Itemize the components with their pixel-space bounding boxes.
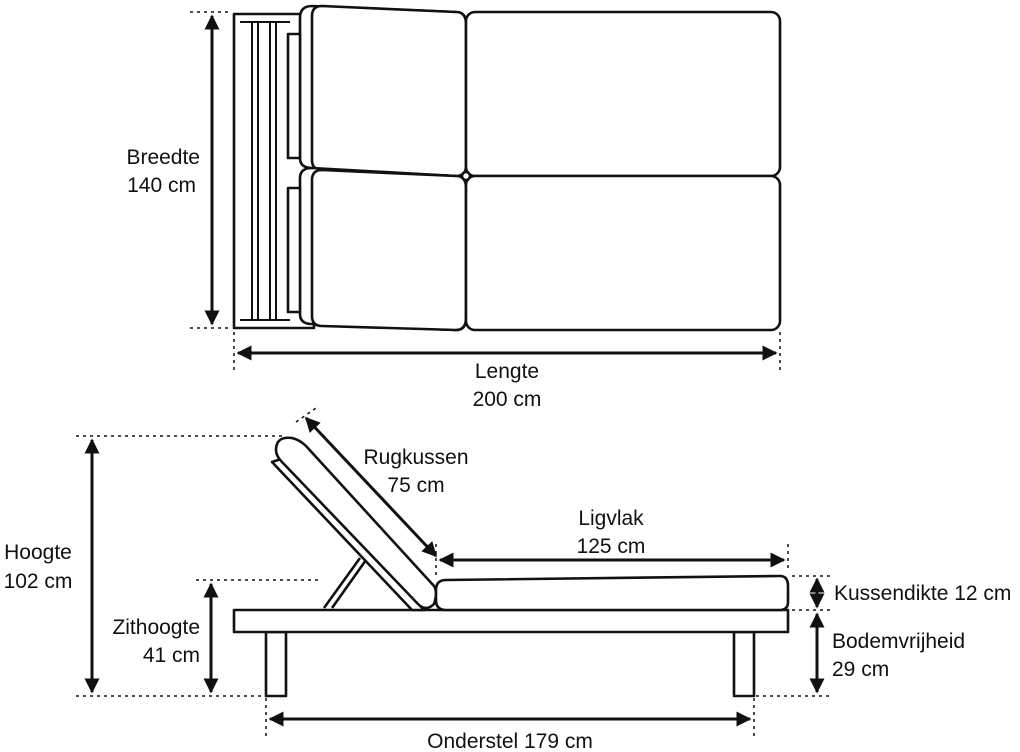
ground-clearance-dimension: Bodemvrijheid 29 cm: [756, 612, 965, 697]
height-dimension: Hoogte 102 cm: [4, 435, 286, 697]
top-back-cushion-upper: [310, 4, 468, 178]
cushion-thickness-label: Kussendikte 12 cm: [834, 582, 1011, 605]
lying-surface-value: 125 cm: [577, 535, 646, 558]
top-frame-slats: [240, 21, 290, 321]
side-leg-left: [264, 630, 288, 698]
side-leg-right: [732, 630, 756, 698]
length-dimension: Lengte 200 cm: [233, 332, 781, 411]
back-cushion-label: Rugkussen: [363, 446, 468, 469]
length-label: Lengte: [475, 360, 539, 383]
side-seat-cushion: [434, 574, 790, 612]
back-cushion-value: 75 cm: [387, 474, 444, 497]
frame-length-label: Onderstel 179 cm: [427, 730, 593, 752]
top-seat-cushion-upper: [464, 10, 782, 178]
width-label: Breedte: [126, 146, 200, 169]
top-view: Breedte 140 cm Lengte 200 cm: [126, 4, 782, 411]
ground-clearance-label: Bodemvrijheid: [832, 630, 965, 653]
seat-height-value: 41 cm: [143, 644, 200, 667]
seat-height-label: Zithoogte: [112, 616, 200, 639]
lying-surface-label: Ligvlak: [578, 507, 644, 530]
width-dimension: Breedte 140 cm: [126, 11, 232, 329]
seat-height-dimension: Zithoogte 41 cm: [112, 579, 318, 694]
top-seat-cushion-lower: [464, 174, 782, 332]
side-backrest-strut: [322, 557, 362, 609]
ground-clearance-value: 29 cm: [832, 658, 889, 681]
length-value: 200 cm: [473, 388, 542, 411]
width-value: 140 cm: [127, 174, 196, 197]
height-value: 102 cm: [4, 570, 73, 593]
back-cushion-dimension: Rugkussen 75 cm: [295, 407, 469, 558]
lying-surface-dimension: Ligvlak 125 cm: [435, 507, 789, 576]
frame-length-dimension: Onderstel 179 cm: [265, 698, 755, 752]
height-label: Hoogte: [4, 541, 72, 564]
cushion-thickness-dimension: Kussendikte 12 cm: [792, 575, 1011, 611]
side-view: Hoogte 102 cm Zithoogte 41 cm Rugkussen …: [4, 407, 1011, 752]
top-back-cushion-lower: [310, 168, 468, 332]
side-frame: [232, 608, 790, 634]
